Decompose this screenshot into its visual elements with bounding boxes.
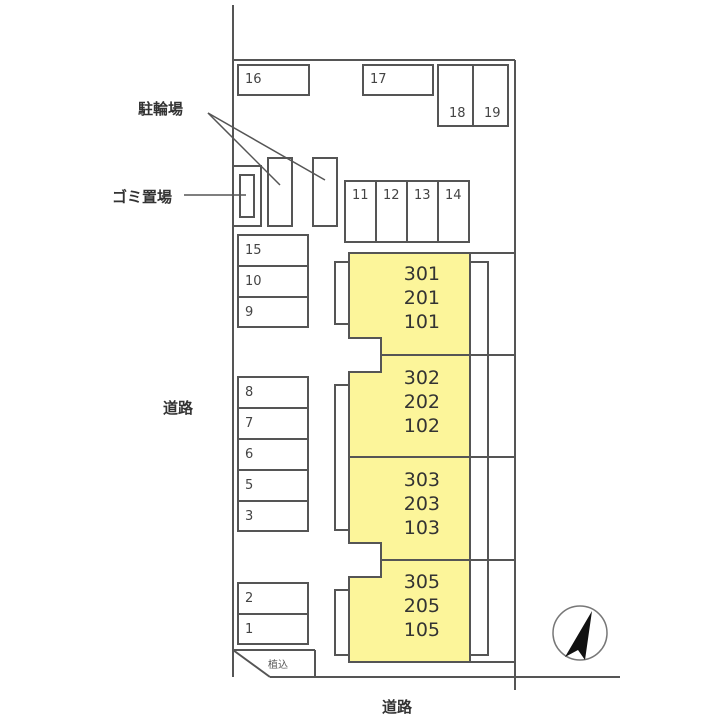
parking-space-19: 19 bbox=[472, 64, 509, 127]
parking-space-12: 12 bbox=[375, 180, 408, 243]
unit-number: 202 bbox=[403, 391, 440, 413]
parking-space-11: 11 bbox=[344, 180, 377, 243]
bicycle-parking-label: 駐輪場 bbox=[138, 100, 184, 118]
parking-space-16: 16 bbox=[237, 64, 310, 96]
unit-block-4: 305 205 105 bbox=[381, 570, 470, 642]
parking-space-13: 13 bbox=[406, 180, 439, 243]
parking-space-2: 2 bbox=[237, 582, 309, 615]
unit-number: 303 bbox=[403, 469, 440, 491]
parking-space-7: 7 bbox=[237, 407, 309, 440]
planting-label: 植込 bbox=[268, 660, 288, 671]
unit-number: 205 bbox=[403, 595, 440, 617]
unit-number: 305 bbox=[403, 571, 440, 593]
unit-number: 101 bbox=[403, 311, 440, 333]
unit-number: 102 bbox=[403, 415, 440, 437]
parking-space-9: 9 bbox=[237, 296, 309, 328]
parking-space-18: 18 bbox=[437, 64, 474, 127]
parking-space-1: 1 bbox=[237, 613, 309, 645]
unit-number: 103 bbox=[403, 517, 440, 539]
unit-block-3: 303 203 103 bbox=[381, 468, 470, 540]
parking-space-17: 17 bbox=[362, 64, 434, 96]
garbage-area-label: ゴミ置場 bbox=[112, 188, 173, 206]
unit-number: 301 bbox=[403, 263, 440, 285]
parking-space-15: 15 bbox=[237, 234, 309, 267]
unit-block-2: 302 202 102 bbox=[381, 366, 470, 438]
parking-space-8: 8 bbox=[237, 376, 309, 409]
parking-space-3: 3 bbox=[237, 500, 309, 532]
parking-space-14: 14 bbox=[437, 180, 470, 243]
parking-space-10: 10 bbox=[237, 265, 309, 298]
north-arrow-icon bbox=[565, 611, 592, 660]
road-left-label: 道路 bbox=[163, 399, 194, 417]
unit-number: 203 bbox=[403, 493, 440, 515]
unit-block-1: 301 201 101 bbox=[381, 262, 470, 334]
unit-number: 201 bbox=[403, 287, 440, 309]
unit-number: 302 bbox=[403, 367, 440, 389]
parking-space-6: 6 bbox=[237, 438, 309, 471]
road-bottom-label: 道路 bbox=[382, 698, 413, 716]
unit-number: 105 bbox=[403, 619, 440, 641]
parking-space-5: 5 bbox=[237, 469, 309, 502]
